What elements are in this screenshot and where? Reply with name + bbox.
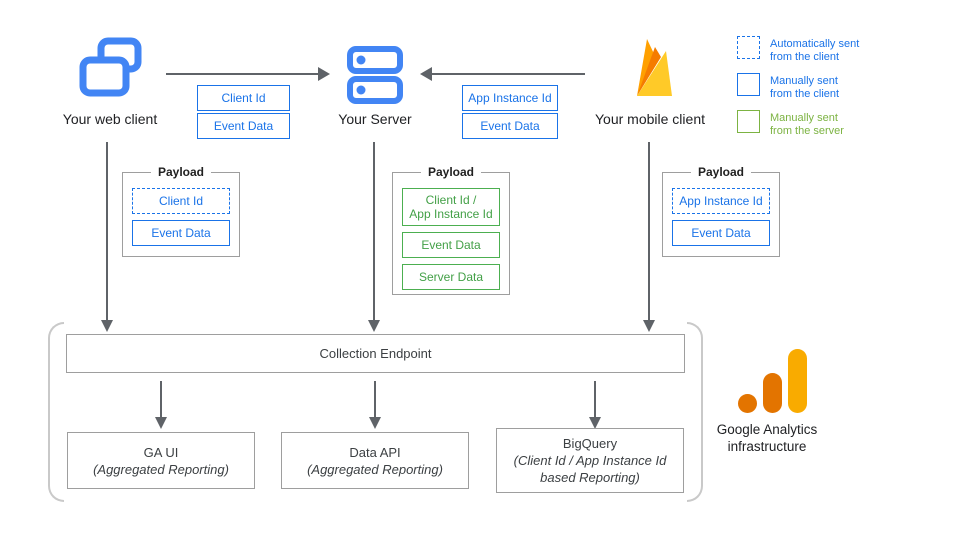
arrow-web-to-server-head (318, 67, 330, 81)
output-data-api-subtitle: (Aggregated Reporting) (307, 461, 443, 477)
payload-mobile-app-instance-id: App Instance Id (672, 188, 770, 214)
output-box-ga-ui: GA UI (Aggregated Reporting) (67, 432, 255, 489)
payload-server-ids: Client Id / App Instance Id (402, 188, 500, 226)
web-client-label: Your web client (62, 111, 158, 127)
output-bigquery-title: BigQuery (562, 436, 618, 451)
infrastructure-bracket-left (48, 322, 64, 502)
infrastructure-bracket-right (687, 322, 703, 502)
output-ga-ui-subtitle: (Aggregated Reporting) (93, 461, 229, 477)
payload-mobile-event-data: Event Data (672, 220, 770, 246)
legend-swatch-dashed-blue (737, 36, 760, 59)
arrow-web-down-head (101, 320, 113, 332)
arrow-web-down-line (106, 142, 108, 320)
output-bigquery-subtitle: (Client Id / App Instance Id based Repor… (513, 453, 667, 485)
web-client-icon (79, 37, 142, 97)
collection-endpoint-box: Collection Endpoint (66, 334, 685, 373)
server-icon (347, 46, 403, 104)
flow-label-event-data: Event Data (197, 113, 290, 139)
legend-label-auto-client: Automatically sent from the client (770, 38, 860, 63)
arrow-server-down-line (373, 142, 375, 320)
arrow-endpoint-bigquery-line (594, 381, 596, 417)
server-label: Your Server (338, 111, 412, 127)
payload-server-server-data: Server Data (402, 264, 500, 290)
payload-server-event-data: Event Data (402, 232, 500, 258)
payload-title-web: Payload (150, 165, 212, 179)
legend-swatch-solid-blue (737, 73, 760, 96)
collection-endpoint-label: Collection Endpoint (319, 346, 432, 361)
legend-label-manual-server: Manually sent from the server (770, 112, 844, 137)
payload-box-server: Payload Client Id / App Instance Id Even… (392, 165, 510, 295)
output-data-api-title: Data API (349, 444, 401, 460)
firebase-icon (637, 39, 672, 96)
payload-box-mobile: Payload App Instance Id Event Data (662, 165, 780, 257)
flow-label-client-id: Client Id (197, 85, 290, 111)
arrow-endpoint-dataapi-head (369, 417, 381, 429)
legend-item-auto-client: Automatically sent from the client (737, 36, 947, 64)
legend-item-manual-client: Manually sent from the client (737, 73, 947, 101)
arrow-mobile-down-head (643, 320, 655, 332)
infrastructure-caption: Google Analytics infrastructure (716, 422, 818, 454)
flow-label-event-data-mobile: Event Data (462, 113, 558, 139)
arrow-endpoint-bigquery-head (589, 417, 601, 429)
arrow-endpoint-gaui-head (155, 417, 167, 429)
payload-web-event-data: Event Data (132, 220, 230, 246)
mobile-client-label: Your mobile client (595, 111, 705, 127)
google-analytics-icon (738, 349, 807, 413)
legend-swatch-solid-green (737, 110, 760, 133)
arrow-mobile-to-server-head (420, 67, 432, 81)
arrow-mobile-down-line (648, 142, 650, 320)
legend-item-manual-server: Manually sent from the server (737, 110, 947, 138)
payload-title-mobile: Payload (690, 165, 752, 179)
output-ga-ui-title: GA UI (143, 444, 179, 460)
arrow-web-to-server-line (166, 73, 318, 75)
payload-box-web: Payload Client Id Event Data (122, 165, 240, 257)
arrow-endpoint-gaui-line (160, 381, 162, 417)
arrow-mobile-to-server-line (432, 73, 585, 75)
payload-title-server: Payload (420, 165, 482, 179)
output-box-bigquery: BigQuery (Client Id / App Instance Id ba… (496, 428, 684, 493)
output-box-data-api: Data API (Aggregated Reporting) (281, 432, 469, 489)
arrow-server-down-head (368, 320, 380, 332)
flow-label-app-instance-id: App Instance Id (462, 85, 558, 111)
arrow-endpoint-dataapi-line (374, 381, 376, 417)
payload-web-client-id: Client Id (132, 188, 230, 214)
legend-label-manual-client: Manually sent from the client (770, 75, 840, 100)
